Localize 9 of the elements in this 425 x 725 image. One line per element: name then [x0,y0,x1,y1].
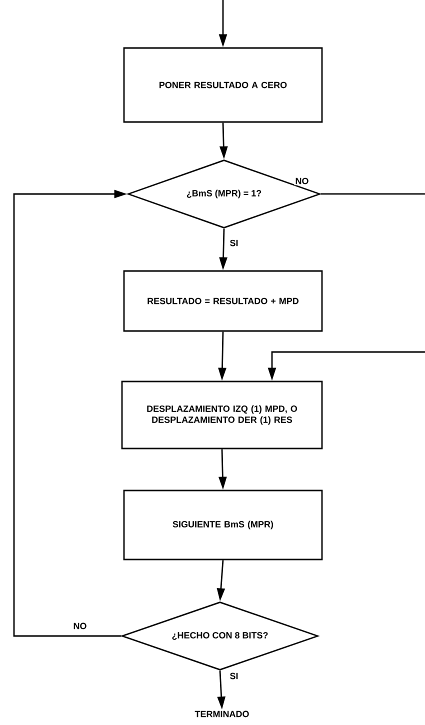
edge-label: SI [228,238,240,248]
edge-label: NO [294,176,310,186]
process-box: DESPLAZAMIENTO IZQ (1) MPD, O DESPLAZAMIENTO DER (1) RES [121,380,323,450]
edge-label: NO [72,622,88,630]
terminal-label: TERMINADO [194,710,249,718]
edge-label: SI [228,672,240,680]
process-box: RESULTADO = RESULTADO + MPD [123,270,323,332]
process-box: SIGUIENTE BmS (MPR) [123,490,323,560]
process-box: PONER RESULTADO A CERO [123,47,323,123]
